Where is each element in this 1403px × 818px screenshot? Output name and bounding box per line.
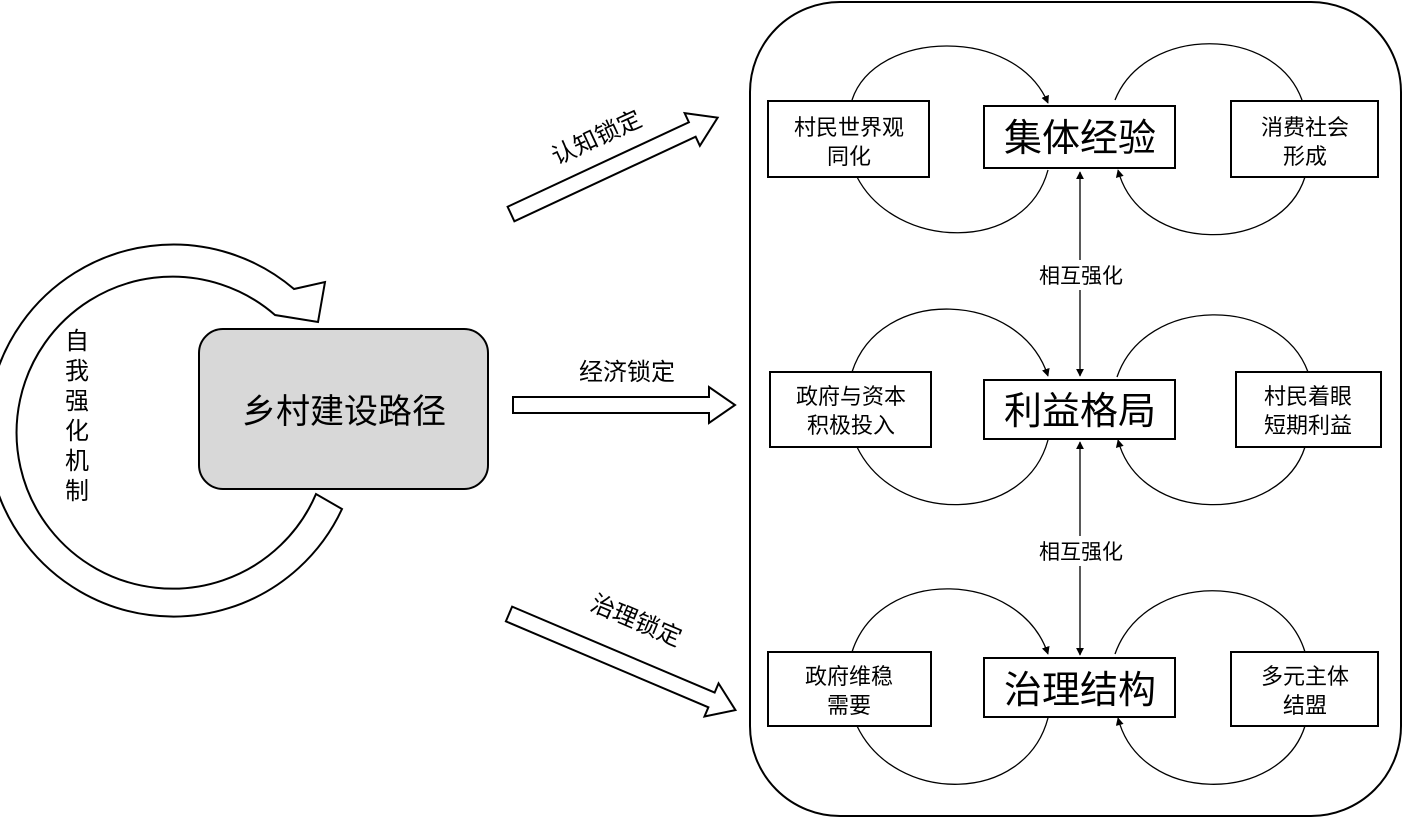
side-box-text: 形成 <box>1283 145 1327 170</box>
side-box-text: 村民着眼 <box>1264 385 1352 410</box>
side-box-worldview <box>767 100 930 178</box>
economic-lock-arrow <box>512 385 737 425</box>
side-box-consumer-society <box>1230 100 1379 178</box>
core-node-label: 乡村建设路径 <box>242 392 446 432</box>
mutual-label-bg <box>1030 260 1130 290</box>
rural-construction-path-node <box>198 328 489 490</box>
side-box-text: 结盟 <box>1283 694 1327 719</box>
lock-in-container <box>749 1 1402 817</box>
governance-lock-arrow <box>504 605 738 718</box>
loop-curve <box>856 717 1049 785</box>
governance-lock-label: 治理锁定 <box>586 589 685 652</box>
loop-curve <box>856 439 1049 506</box>
side-box-text: 村民世界观 <box>794 116 904 141</box>
self-loop-char: 化 <box>65 417 89 445</box>
economic-lock-label: 经济锁定 <box>579 358 675 386</box>
self-reinforcement-loop-arrow <box>0 243 344 618</box>
governance-structure-node <box>983 657 1176 718</box>
side-box-text: 积极投入 <box>807 414 895 439</box>
loop-arrow <box>851 588 1050 655</box>
side-box-text: 政府与资本 <box>796 385 906 410</box>
interest-pattern-node <box>983 379 1176 440</box>
cognitive-lock-arrow <box>506 111 720 223</box>
mutual-label-upper: 相互强化 <box>1039 264 1123 288</box>
mutual-label-lower: 相互强化 <box>1039 540 1123 564</box>
loop-curve <box>1114 43 1303 101</box>
self-reinforcement-label: 自 我 强 化 机 制 <box>65 327 89 505</box>
side-box-multi-actor-alliance <box>1230 651 1379 727</box>
side-box-text: 需要 <box>827 694 871 719</box>
feedback-loops <box>851 43 1309 785</box>
loop-arrow <box>851 45 1049 104</box>
loop-curve <box>1114 590 1306 655</box>
side-box-text: 政府维稳 <box>805 665 893 690</box>
side-box-text: 短期利益 <box>1264 414 1352 439</box>
side-box-government-capital <box>769 371 932 448</box>
mutual-label-bg <box>1030 536 1130 566</box>
side-box-stability-needs <box>767 651 932 727</box>
loop-arrow <box>1115 717 1306 785</box>
loop-arrow <box>851 308 1050 377</box>
interest-pattern-label: 利益格局 <box>1004 389 1156 433</box>
side-box-text: 消费社会 <box>1261 116 1349 141</box>
self-loop-char: 强 <box>65 387 89 415</box>
governance-structure-label: 治理结构 <box>1004 668 1156 712</box>
side-box-text: 同化 <box>827 145 871 170</box>
loop-arrow <box>1115 169 1306 236</box>
collective-experience-node <box>983 105 1176 169</box>
collective-experience-label: 集体经验 <box>1004 116 1156 160</box>
loop-curve <box>1116 314 1309 378</box>
self-loop-char: 机 <box>65 447 89 475</box>
side-box-text: 多元主体 <box>1261 665 1349 690</box>
self-loop-char: 我 <box>65 357 89 385</box>
loop-curve <box>856 169 1049 234</box>
loop-arrow <box>1115 439 1306 506</box>
self-loop-char: 自 <box>65 327 89 355</box>
side-box-short-term-interest <box>1235 371 1382 448</box>
self-loop-char: 制 <box>65 477 89 505</box>
